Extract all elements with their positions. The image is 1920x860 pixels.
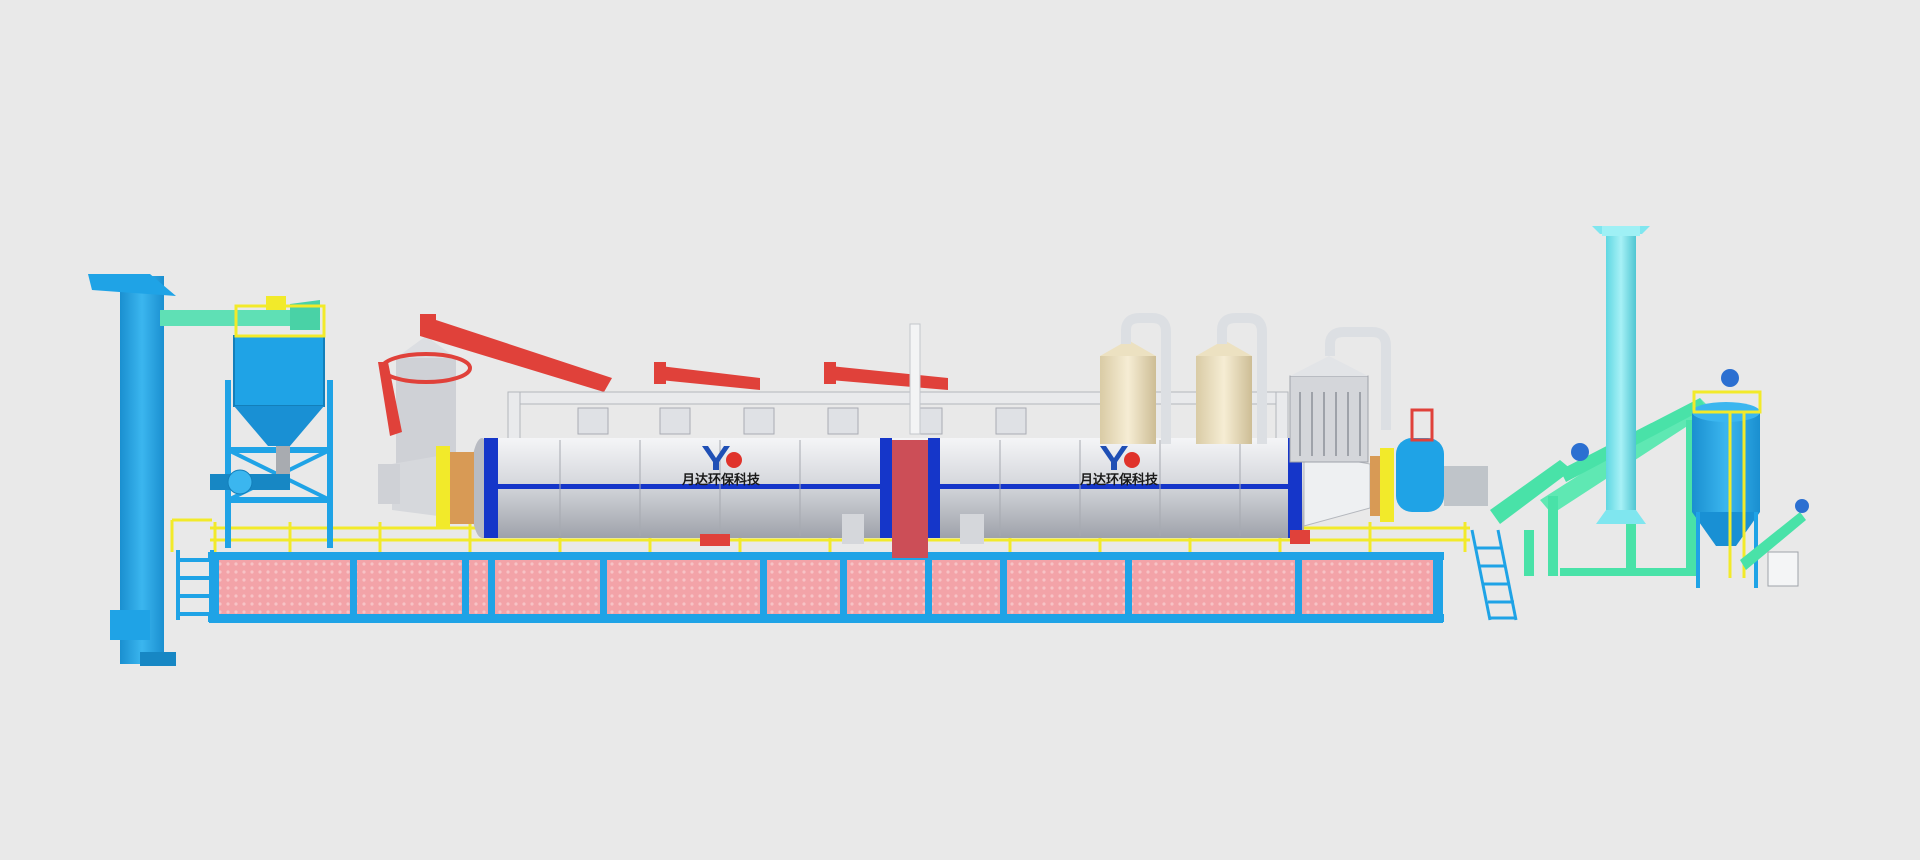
left-stairs: [176, 550, 214, 620]
reactor-outlet: [1303, 408, 1488, 527]
condenser-row: [577, 407, 1027, 435]
bucket-elevator: [88, 274, 320, 666]
base-platform: [170, 518, 1470, 623]
reactor-inlet: [378, 446, 474, 528]
brand-logo-right: [1100, 446, 1140, 470]
brand-label-left: 月达环保科技: [681, 472, 761, 488]
right-stairs: [1470, 529, 1518, 621]
red-pipe-middle: [654, 362, 948, 390]
rotary-reactor: [470, 438, 1304, 558]
feed-hopper: [210, 296, 333, 548]
exhaust-chimney: [1592, 226, 1650, 524]
product-silo: [1692, 390, 1809, 588]
gas-pipe: [507, 323, 1289, 445]
scrubber-towers: [1100, 313, 1391, 463]
brand-logo-left: [702, 446, 742, 470]
brand-label-right: 月达环保科技: [1079, 472, 1159, 488]
under-drum-equipment: [700, 514, 1310, 546]
